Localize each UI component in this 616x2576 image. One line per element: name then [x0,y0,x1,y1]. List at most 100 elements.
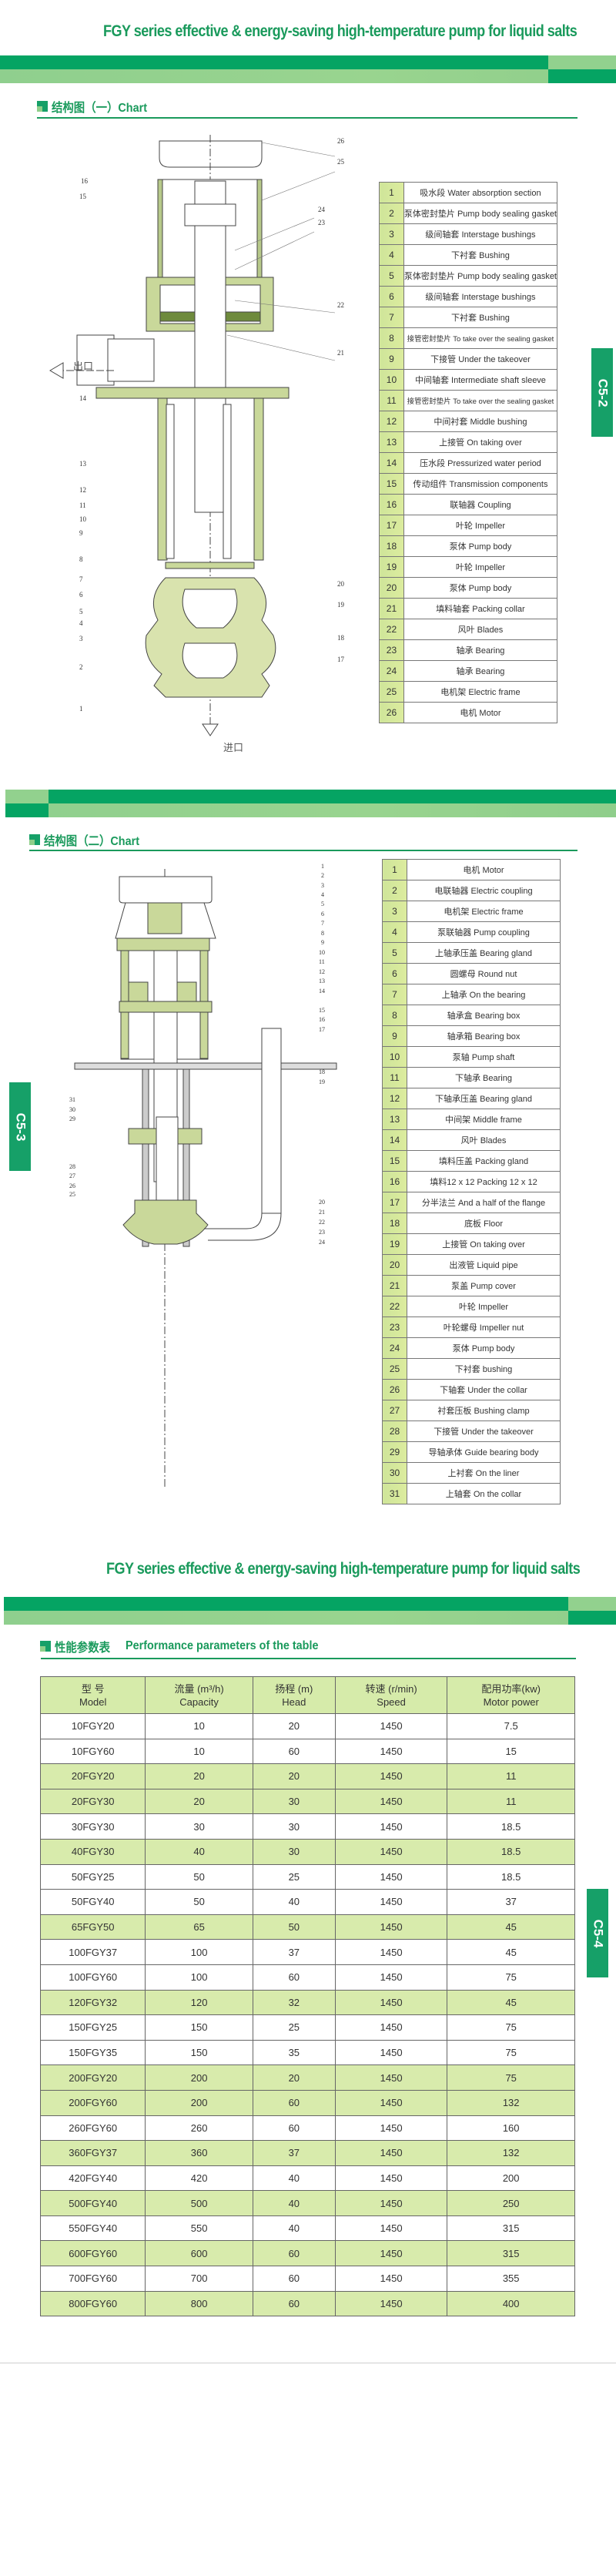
column-header-cn: 配用功率(kw) [481,1682,541,1695]
cell-capacity: 20 [145,1763,253,1789]
cell-power: 75 [447,2064,575,2091]
part-label: 传动组件 Transmission components [403,473,558,495]
cell-head: 60 [252,2290,336,2317]
part-number: 22 [382,1296,407,1317]
cell-capacity: 200 [145,2064,253,2091]
part-label: 衬套压板 Bushing clamp [407,1400,561,1421]
cell-speed: 1450 [334,2240,448,2267]
svg-text:11: 11 [319,958,325,965]
part-label: 泵盖 Pump cover [407,1275,561,1296]
cell-speed: 1450 [334,2140,448,2166]
column-header: 扬程 (m)Head [252,1676,336,1714]
cell-head: 40 [252,1889,336,1915]
cell-power: 250 [447,2190,575,2216]
svg-text:24: 24 [319,1239,325,1246]
part-label: 电机架 Electric frame [407,901,561,922]
part-number: 14 [382,1129,407,1151]
part-label: 电机架 Electric frame [403,681,558,703]
part-number: 29 [382,1441,407,1463]
part-label: 出液管 Liquid pipe [407,1254,561,1276]
cell-model: 10FGY20 [39,1713,146,1739]
part-number: 10 [382,1046,407,1068]
part-number: 11 [382,1067,407,1088]
cell-model: 550FGY40 [39,2215,146,2242]
cell-head: 20 [252,1763,336,1789]
cell-head: 25 [252,2014,336,2041]
section-square-icon [37,101,48,112]
column-header-cn: 扬程 (m) [275,1682,313,1695]
column-header-cn: 流量 (m³/h) [174,1682,224,1695]
part-number: 16 [379,494,404,515]
column-header: 配用功率(kw)Motor power [447,1676,575,1714]
svg-text:1: 1 [321,863,324,870]
section-square-icon [29,834,40,845]
column-header-en: Head [282,1696,306,1708]
svg-text:8: 8 [79,555,83,563]
part-label: 级间轴套 Interstage bushings [403,223,558,245]
cell-speed: 1450 [334,1863,448,1890]
part-number: 21 [379,598,404,619]
svg-text:12: 12 [319,968,325,975]
svg-text:5: 5 [321,901,324,907]
cell-power: 18.5 [447,1838,575,1865]
svg-text:21: 21 [319,1209,325,1216]
svg-text:14: 14 [319,988,325,995]
inlet-label: 进口 [223,742,243,753]
svg-text:5: 5 [79,608,83,615]
cell-speed: 1450 [334,2266,448,2292]
cell-power: 75 [447,2039,575,2066]
svg-text:22: 22 [337,301,344,309]
part-label: 压水段 Pressurized water period [403,452,558,474]
part-label: 下衬套 Bushing [403,244,558,266]
svg-text:30: 30 [69,1106,75,1113]
cell-head: 20 [252,2064,336,2091]
part-label: 级间轴套 Interstage bushings [403,286,558,307]
svg-text:15: 15 [319,1007,325,1014]
svg-text:31: 31 [69,1096,75,1103]
column-header: 流量 (m³/h)Capacity [145,1676,253,1714]
cell-head: 60 [252,2115,336,2142]
svg-text:2: 2 [321,872,324,879]
cell-capacity: 700 [145,2266,253,2292]
cell-speed: 1450 [334,1713,448,1739]
part-number: 23 [379,639,404,661]
part-label: 风叶 Blades [403,619,558,640]
part-label: 泵体 Pump body [403,535,558,557]
cell-power: 355 [447,2266,575,2292]
svg-text:22: 22 [319,1219,325,1226]
cell-speed: 1450 [334,1964,448,1991]
section-divider [41,1658,576,1659]
cell-capacity: 50 [145,1889,253,1915]
cell-model: 500FGY40 [39,2190,146,2216]
svg-text:26: 26 [69,1182,75,1189]
part-number: 5 [382,942,407,964]
page-tab-c5-4[interactable]: C5-4 [587,1889,608,1977]
cell-capacity: 100 [145,1939,253,1965]
page-tab-c5-3[interactable]: C5-3 [9,1082,31,1171]
svg-text:25: 25 [337,158,345,166]
svg-text:20: 20 [337,580,345,588]
column-header-en: Motor power [483,1696,539,1708]
part-number: 26 [382,1379,407,1400]
cell-power: 11 [447,1788,575,1815]
column-header-en: Capacity [179,1696,219,1708]
cell-power: 18.5 [447,1813,575,1840]
svg-text:3: 3 [321,882,324,889]
page-tab-c5-2[interactable]: C5-2 [591,348,613,437]
svg-text:8: 8 [321,930,324,937]
